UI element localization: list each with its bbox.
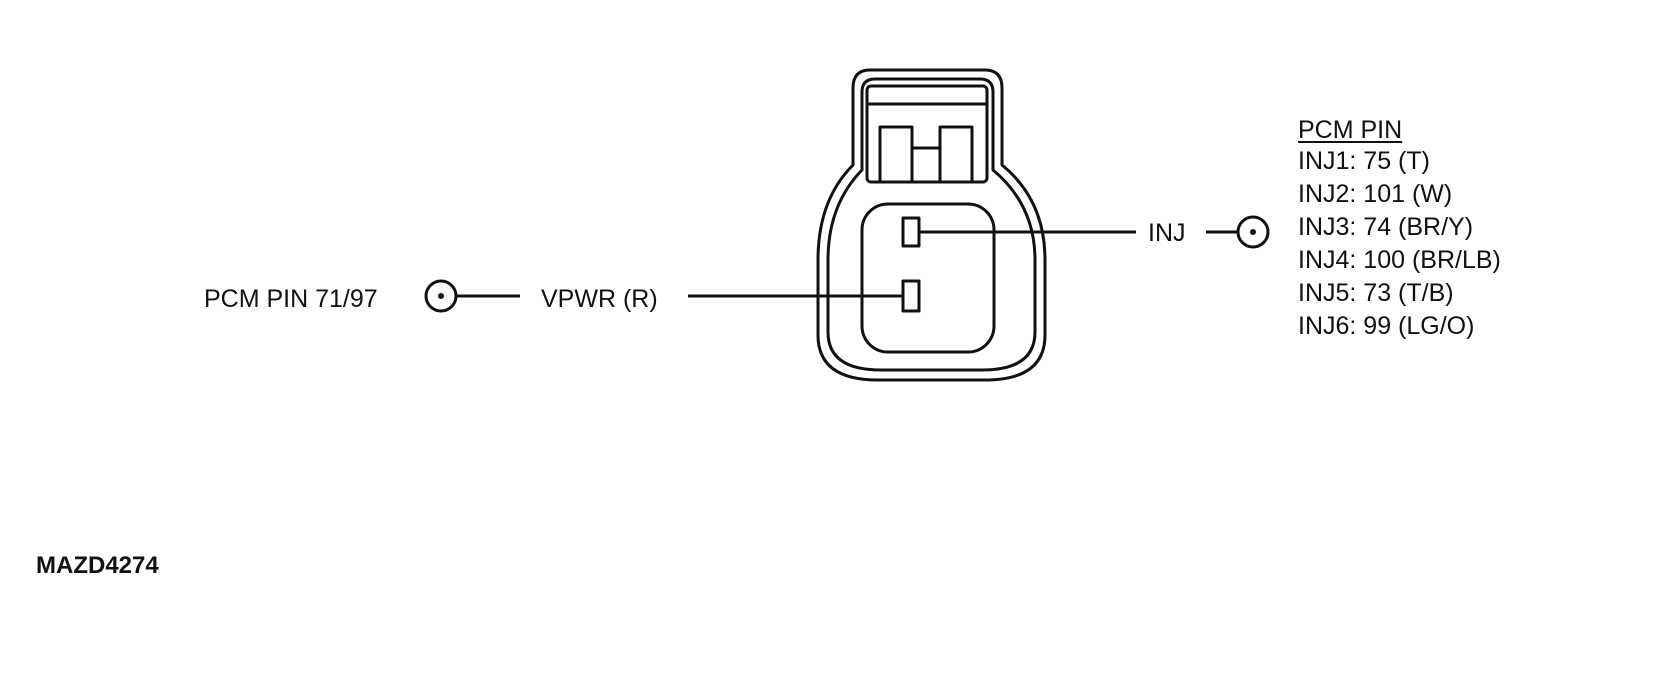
- pin-row-inj1: INJ1: 75 (T): [1298, 147, 1430, 175]
- pin-row-inj6: INJ6: 99 (LG/O): [1298, 312, 1475, 340]
- connector-inner-outline: [826, 77, 1037, 372]
- pin-row-inj2: INJ2: 101 (W): [1298, 180, 1453, 208]
- vpwr-wire-label: VPWR (R): [541, 285, 658, 313]
- pcm-left-terminal-circle: [424, 279, 458, 313]
- connector-latch-frame: [865, 84, 989, 184]
- connector-latch-right-tab: [938, 125, 974, 184]
- figure-code: MAZD4274: [36, 552, 159, 579]
- inj-terminal-circle: [1236, 215, 1270, 249]
- pcm-left-terminal-dot: [438, 293, 444, 299]
- connector-outer-outline: [816, 68, 1047, 382]
- pcm-pin-left-label: PCM PIN 71/97: [204, 285, 378, 313]
- terminal-inj: [901, 216, 921, 248]
- inj-wire-label: INJ: [1148, 219, 1186, 247]
- pin-row-inj3: INJ3: 74 (BR/Y): [1298, 213, 1474, 241]
- pcm-pin-table: PCM PIN INJ1: 75 (T) INJ2: 101 (W) INJ3:…: [1298, 116, 1501, 343]
- terminal-vpwr: [901, 279, 921, 313]
- pcm-pin-table-header: PCM PIN: [1298, 116, 1403, 144]
- pin-row-inj5: INJ5: 73 (T/B): [1298, 279, 1454, 307]
- connector-latch-left-tab: [878, 125, 914, 184]
- pin-row-inj4: INJ4: 100 (BR/LB): [1298, 246, 1501, 274]
- inj-terminal-dot: [1250, 229, 1256, 235]
- connector-socket: [860, 202, 996, 354]
